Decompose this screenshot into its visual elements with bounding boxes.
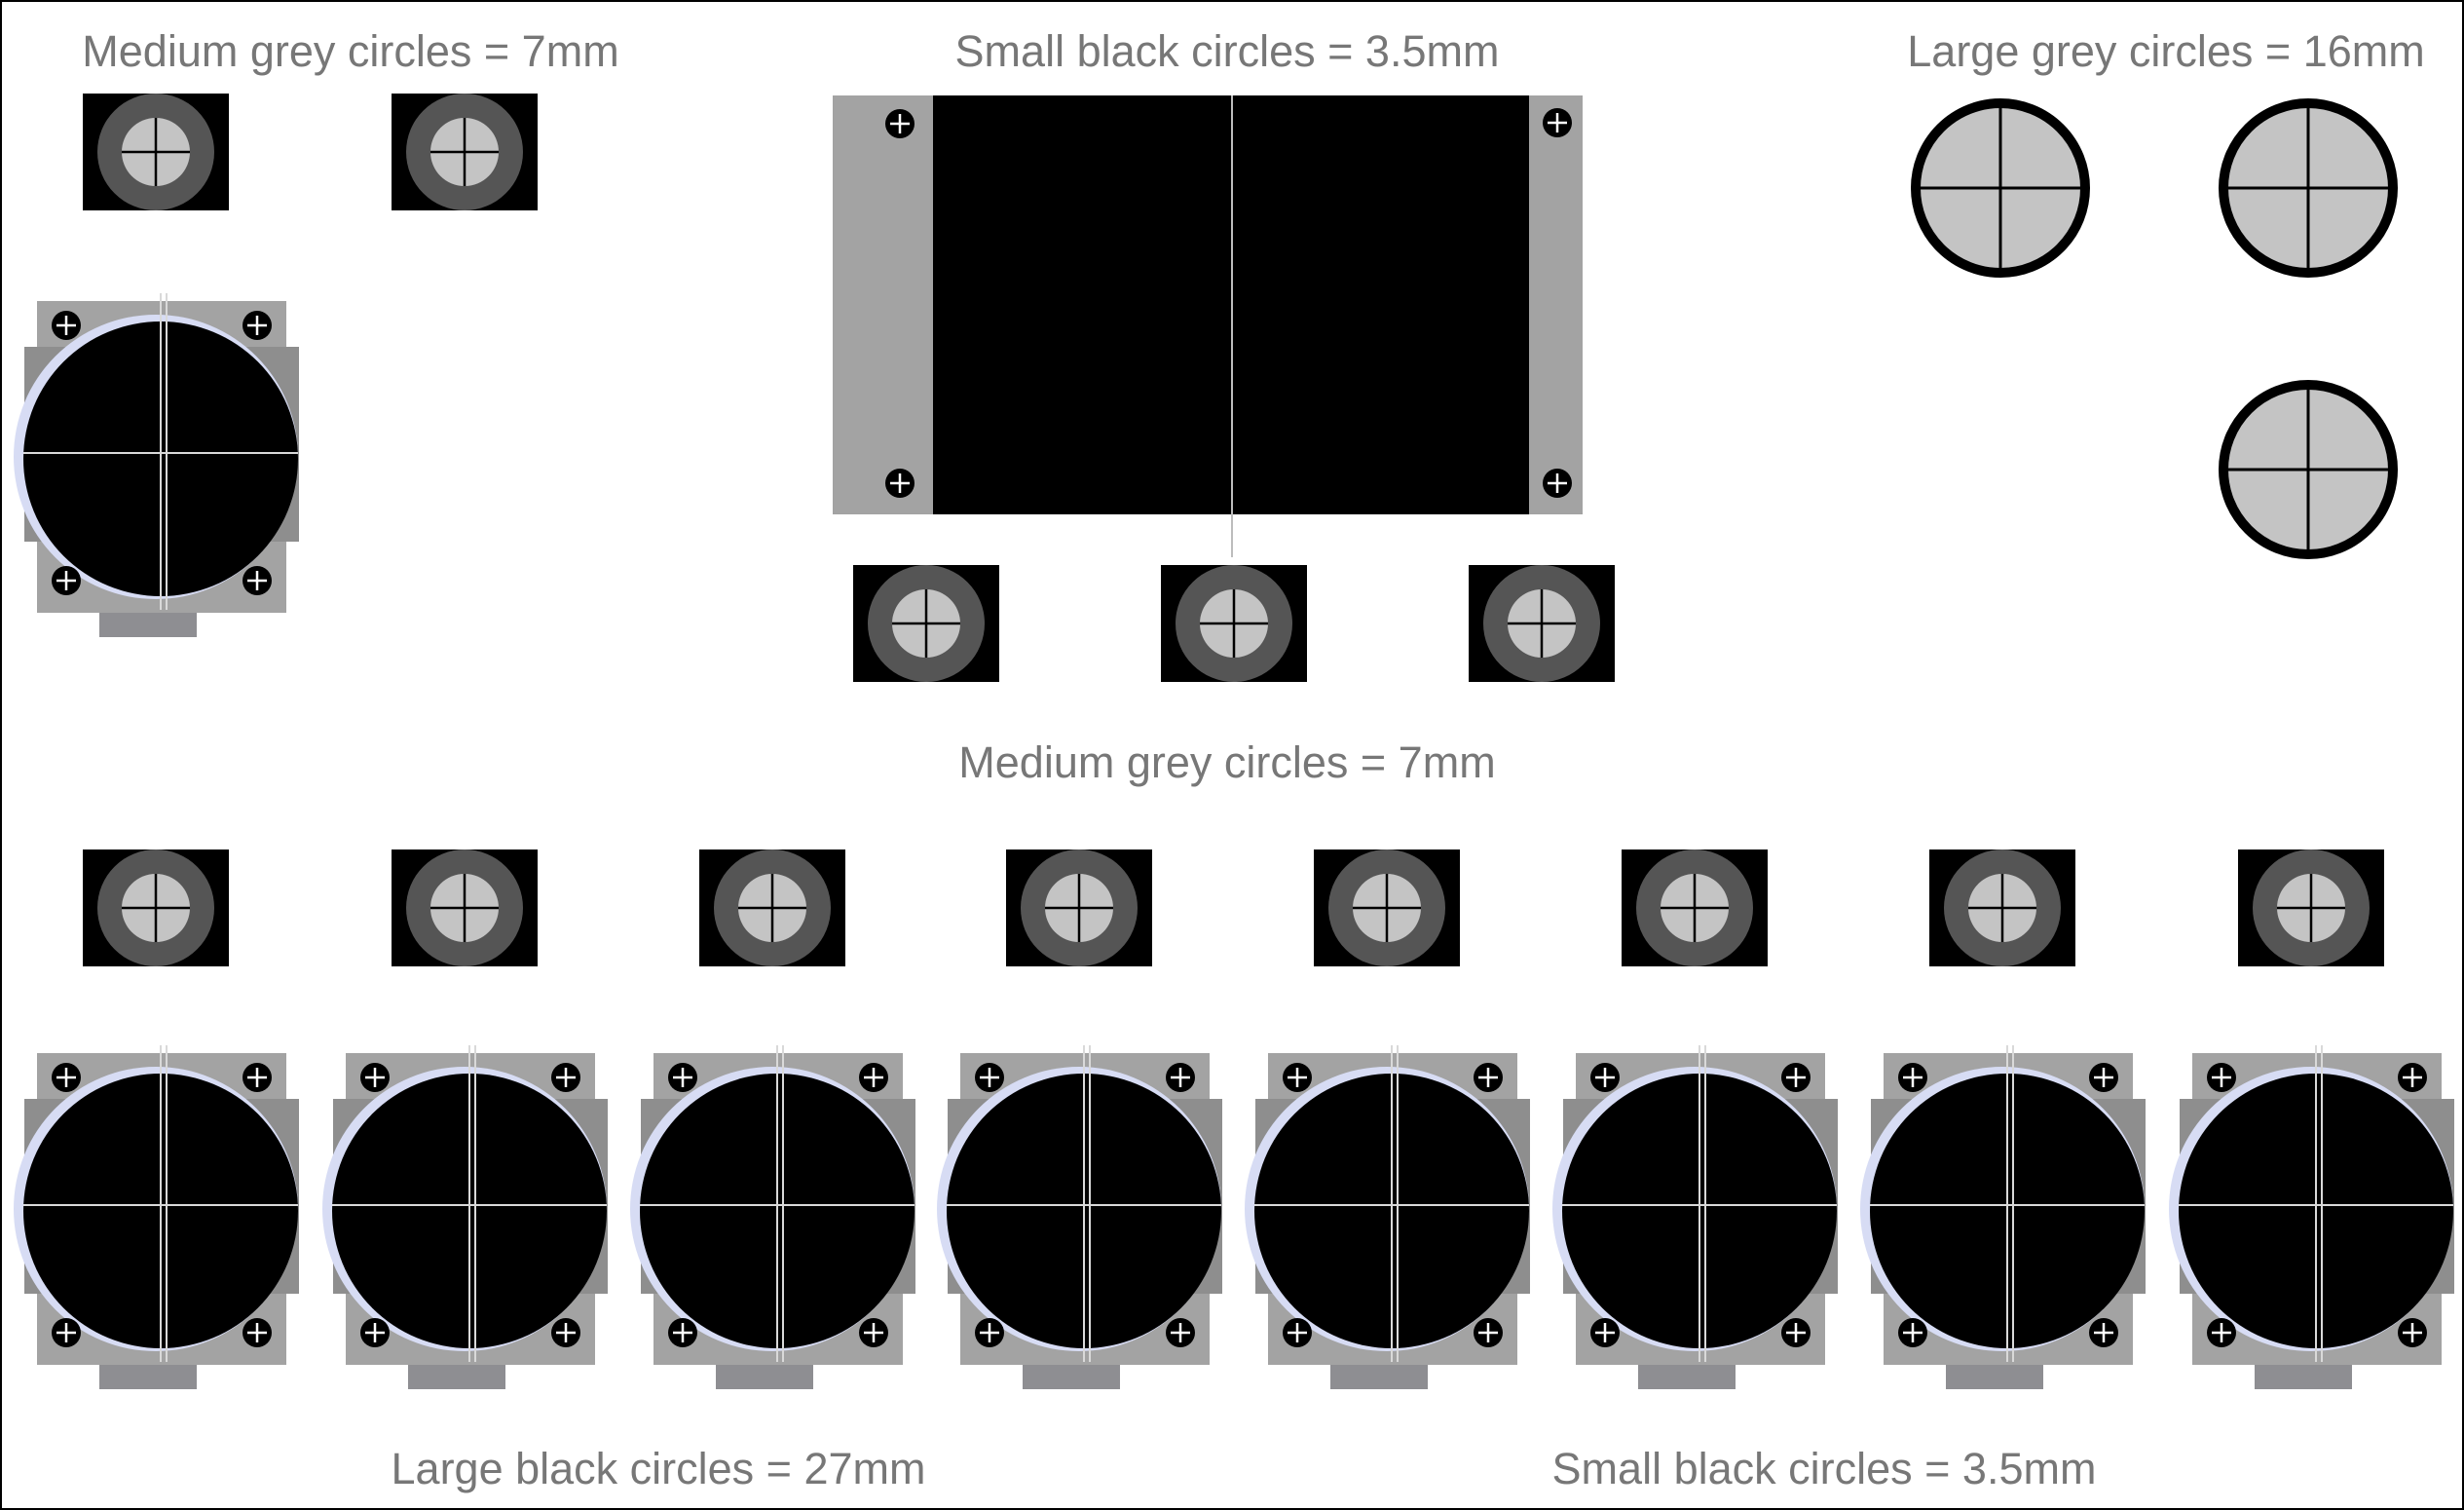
- screw-hole-icon: [1898, 1063, 1927, 1092]
- large-black-circle-pot: [1552, 1045, 1838, 1389]
- screw-hole-icon: [1543, 469, 1572, 498]
- large-black-circle-pot: [937, 1045, 1222, 1389]
- large-black-circle-pot: [1245, 1045, 1530, 1389]
- screw-hole-icon: [1166, 1318, 1195, 1347]
- screw-hole-icon: [1590, 1063, 1620, 1092]
- screw-hole-icon: [1166, 1063, 1195, 1092]
- large-black-circle-pot: [1860, 1045, 2146, 1389]
- label-large-black-bottom: Large black circles = 27mm: [392, 1444, 926, 1493]
- large-black-circle-pot: [14, 1045, 299, 1389]
- medium-grey-circle-jack: [83, 849, 229, 966]
- screw-hole-icon: [975, 1063, 1004, 1092]
- large-grey-circle-knob: [2219, 98, 2398, 278]
- screw-hole-icon: [52, 1318, 81, 1347]
- medium-grey-circle-jack: [83, 94, 229, 210]
- screw-hole-icon: [243, 1063, 272, 1092]
- screw-hole-icon: [1781, 1318, 1811, 1347]
- screw-hole-icon: [2398, 1063, 2427, 1092]
- components-layer: [14, 94, 2454, 1389]
- screw-hole-icon: [1283, 1063, 1312, 1092]
- screw-hole-icon: [1590, 1318, 1620, 1347]
- display-panel: [833, 95, 1583, 557]
- medium-grey-circle-jack: [392, 849, 538, 966]
- screw-hole-icon: [2398, 1318, 2427, 1347]
- medium-grey-circle-jack: [392, 94, 538, 210]
- screw-hole-icon: [1474, 1063, 1503, 1092]
- screw-hole-icon: [52, 311, 81, 340]
- label-medium-grey-mid: Medium grey circles = 7mm: [958, 737, 1495, 787]
- medium-grey-circle-jack: [853, 565, 999, 682]
- screw-hole-icon: [243, 1318, 272, 1347]
- screw-hole-icon: [551, 1063, 580, 1092]
- screw-hole-icon: [1283, 1318, 1312, 1347]
- screw-hole-icon: [360, 1318, 390, 1347]
- medium-grey-circle-jack: [1622, 849, 1768, 966]
- medium-grey-circle-jack: [699, 849, 845, 966]
- medium-grey-circle-jack: [1006, 849, 1152, 966]
- medium-grey-circle-jack: [1929, 849, 2075, 966]
- label-large-grey-top: Large grey circles = 16mm: [1907, 26, 2424, 76]
- large-black-circle-pot: [2169, 1045, 2454, 1389]
- label-medium-grey-top: Medium grey circles = 7mm: [82, 26, 618, 76]
- screw-hole-icon: [885, 109, 915, 138]
- screw-hole-icon: [885, 469, 915, 498]
- screw-hole-icon: [551, 1318, 580, 1347]
- large-black-circle-pot: [322, 1045, 608, 1389]
- label-small-black-top: Small black circles = 3.5mm: [955, 26, 1500, 76]
- screw-hole-icon: [52, 1063, 81, 1092]
- screw-hole-icon: [2207, 1063, 2236, 1092]
- medium-grey-circle-jack: [1161, 565, 1307, 682]
- medium-grey-circle-jack: [1469, 565, 1615, 682]
- screw-hole-icon: [1781, 1063, 1811, 1092]
- screw-hole-icon: [2089, 1063, 2118, 1092]
- screw-hole-icon: [859, 1318, 888, 1347]
- screw-hole-icon: [668, 1318, 697, 1347]
- screw-hole-icon: [2089, 1318, 2118, 1347]
- large-black-circle-pot: [14, 293, 299, 637]
- large-black-circle-pot: [630, 1045, 915, 1389]
- screw-hole-icon: [1898, 1318, 1927, 1347]
- screw-hole-icon: [52, 566, 81, 595]
- screw-hole-icon: [975, 1318, 1004, 1347]
- medium-grey-circle-jack: [1314, 849, 1460, 966]
- large-grey-circle-knob: [2219, 380, 2398, 559]
- screw-hole-icon: [243, 311, 272, 340]
- screw-hole-icon: [1543, 108, 1572, 137]
- screw-hole-icon: [2207, 1318, 2236, 1347]
- screw-hole-icon: [668, 1063, 697, 1092]
- screw-hole-icon: [360, 1063, 390, 1092]
- medium-grey-circle-jack: [2238, 849, 2384, 966]
- screw-hole-icon: [859, 1063, 888, 1092]
- screw-hole-icon: [243, 566, 272, 595]
- label-small-black-bottom: Small black circles = 3.5mm: [1552, 1444, 2097, 1493]
- large-grey-circle-knob: [1911, 98, 2090, 278]
- screw-hole-icon: [1474, 1318, 1503, 1347]
